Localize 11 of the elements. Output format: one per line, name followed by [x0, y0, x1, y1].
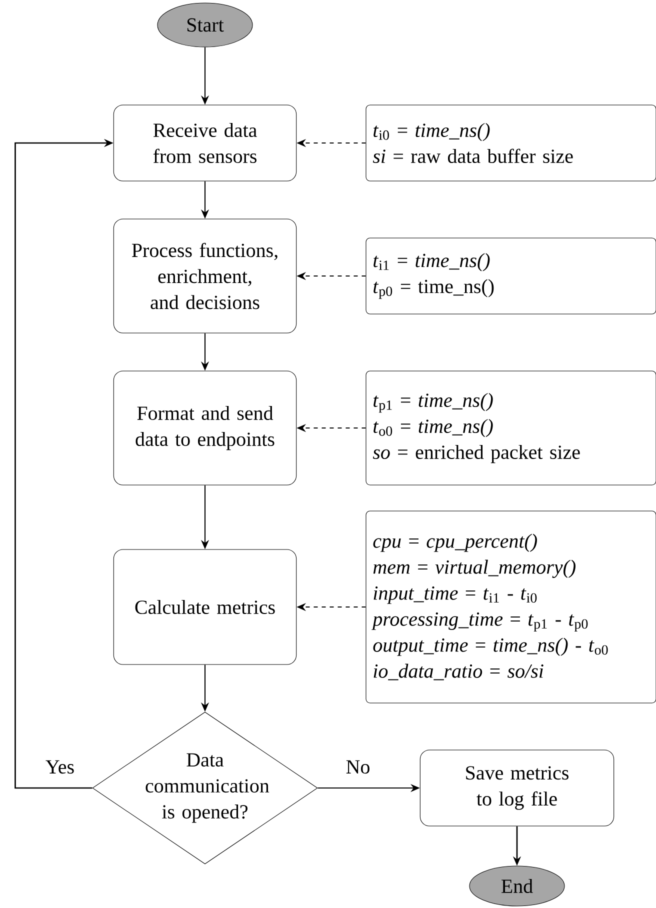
note-box: t$_{i0}$ = time_ns() si = raw data buffer size	[366, 104, 656, 182]
process-box: Process functions, enrichment, and decisions	[113, 218, 297, 334]
note-box: t$_{p1}$ = time_ns() t$_{o0}$ = time_ns() so = enriched packet size	[366, 370, 656, 486]
edge-label: No	[344, 759, 372, 775]
edge-label: Yes	[44, 759, 76, 775]
note-box: cpu = cpu_percent() mem = virtual_memory() input_time = t$_{i1}$ - t$_{i0}$ processing_time = t$_{p1}$ - t$_{p0}$ output_time = time_ns() - t$_{o0}$ io_data_ratio = so/si	[366, 510, 656, 704]
process-box: Save metrics to log file	[420, 750, 614, 826]
process-box: Format and send data to endpoints	[113, 370, 297, 486]
note-box: t$_{i1}$ = time_ns() t$_{p0}$ = time_ns()	[366, 238, 656, 314]
process-box: Receive data from sensors	[113, 104, 297, 182]
process-box: Calculate metrics	[113, 549, 297, 665]
